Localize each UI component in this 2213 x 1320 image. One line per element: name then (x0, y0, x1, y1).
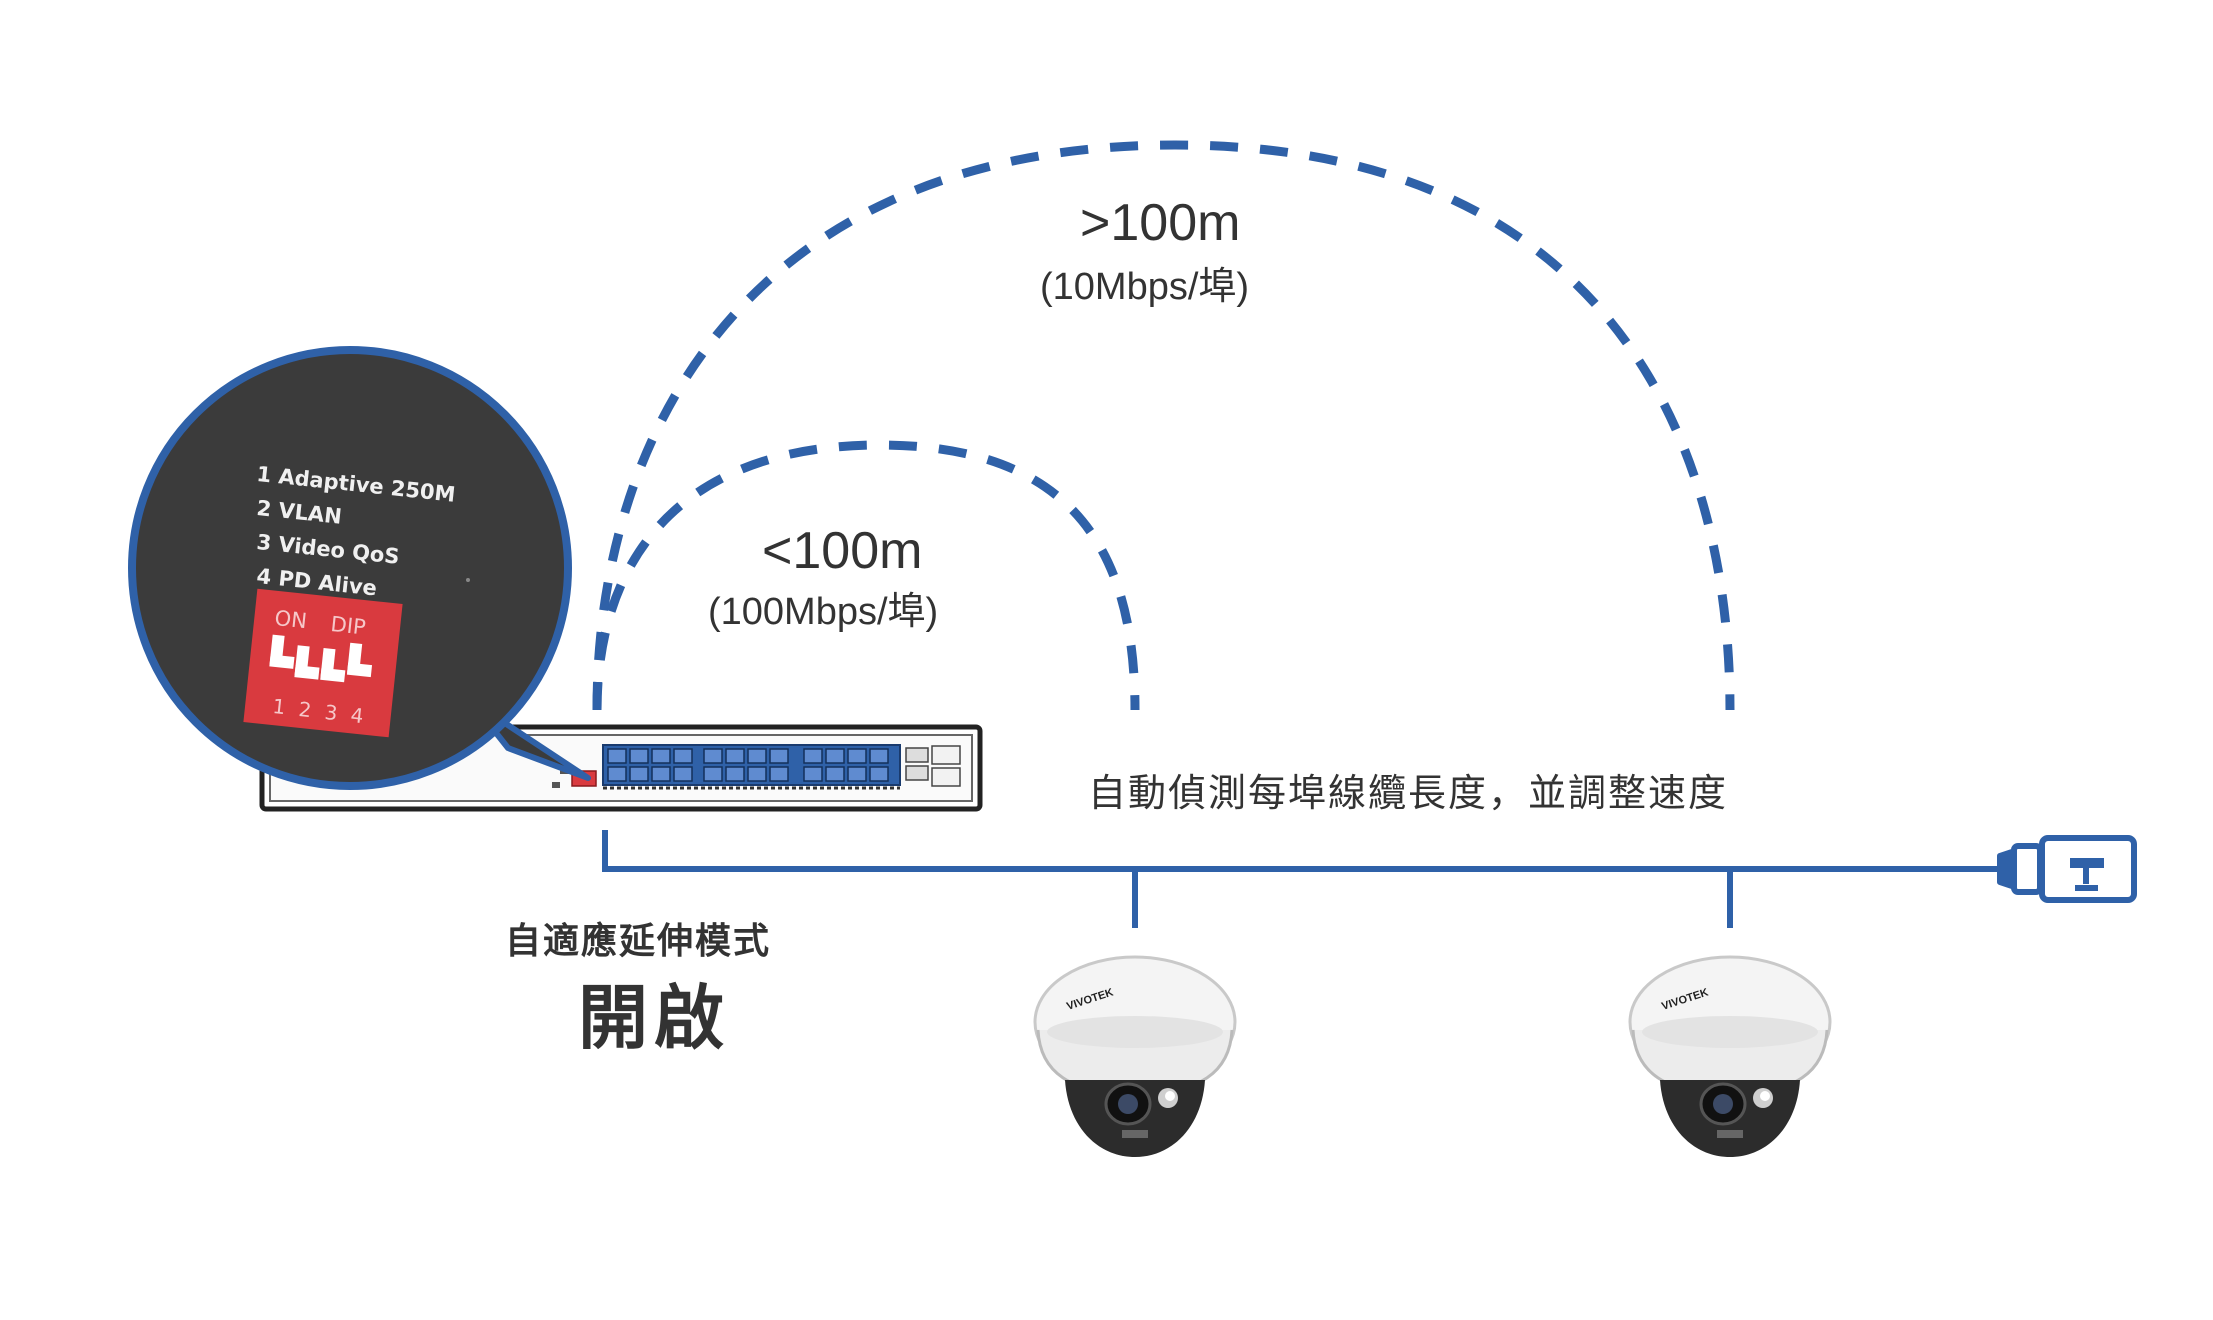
near-range-speed: (100Mbps/埠) (708, 591, 939, 633)
far-range-speed: (10Mbps/埠) (1040, 266, 1250, 308)
dip-switch-number-4: 4 (349, 703, 365, 729)
mode-state: 開啟 (578, 977, 730, 1059)
far-range-arc (592, 140, 1735, 711)
far-range-distance: >100m (1080, 194, 1241, 252)
dip-switch-number-3: 3 (323, 700, 339, 726)
mode-label: 自適應延伸模式 (505, 921, 772, 962)
auto-detect-caption: 自動偵測每埠線纜長度，並調整速度 (1088, 771, 1729, 815)
network-bus-line (602, 830, 2000, 928)
dip-header-dip: DIP (329, 612, 367, 640)
dip-switch-callout (128, 346, 591, 790)
dip-switch-number-1: 1 (271, 694, 287, 720)
dome-camera-icon: VIVOTEK (1628, 955, 1832, 1157)
dome-camera-icon: VIVOTEK (1033, 955, 1237, 1157)
dip-switch-number-2: 2 (297, 697, 313, 723)
near-range-distance: <100m (762, 522, 923, 580)
ethernet-plug-icon (1997, 835, 2137, 903)
dip-header-on: ON (273, 606, 309, 634)
